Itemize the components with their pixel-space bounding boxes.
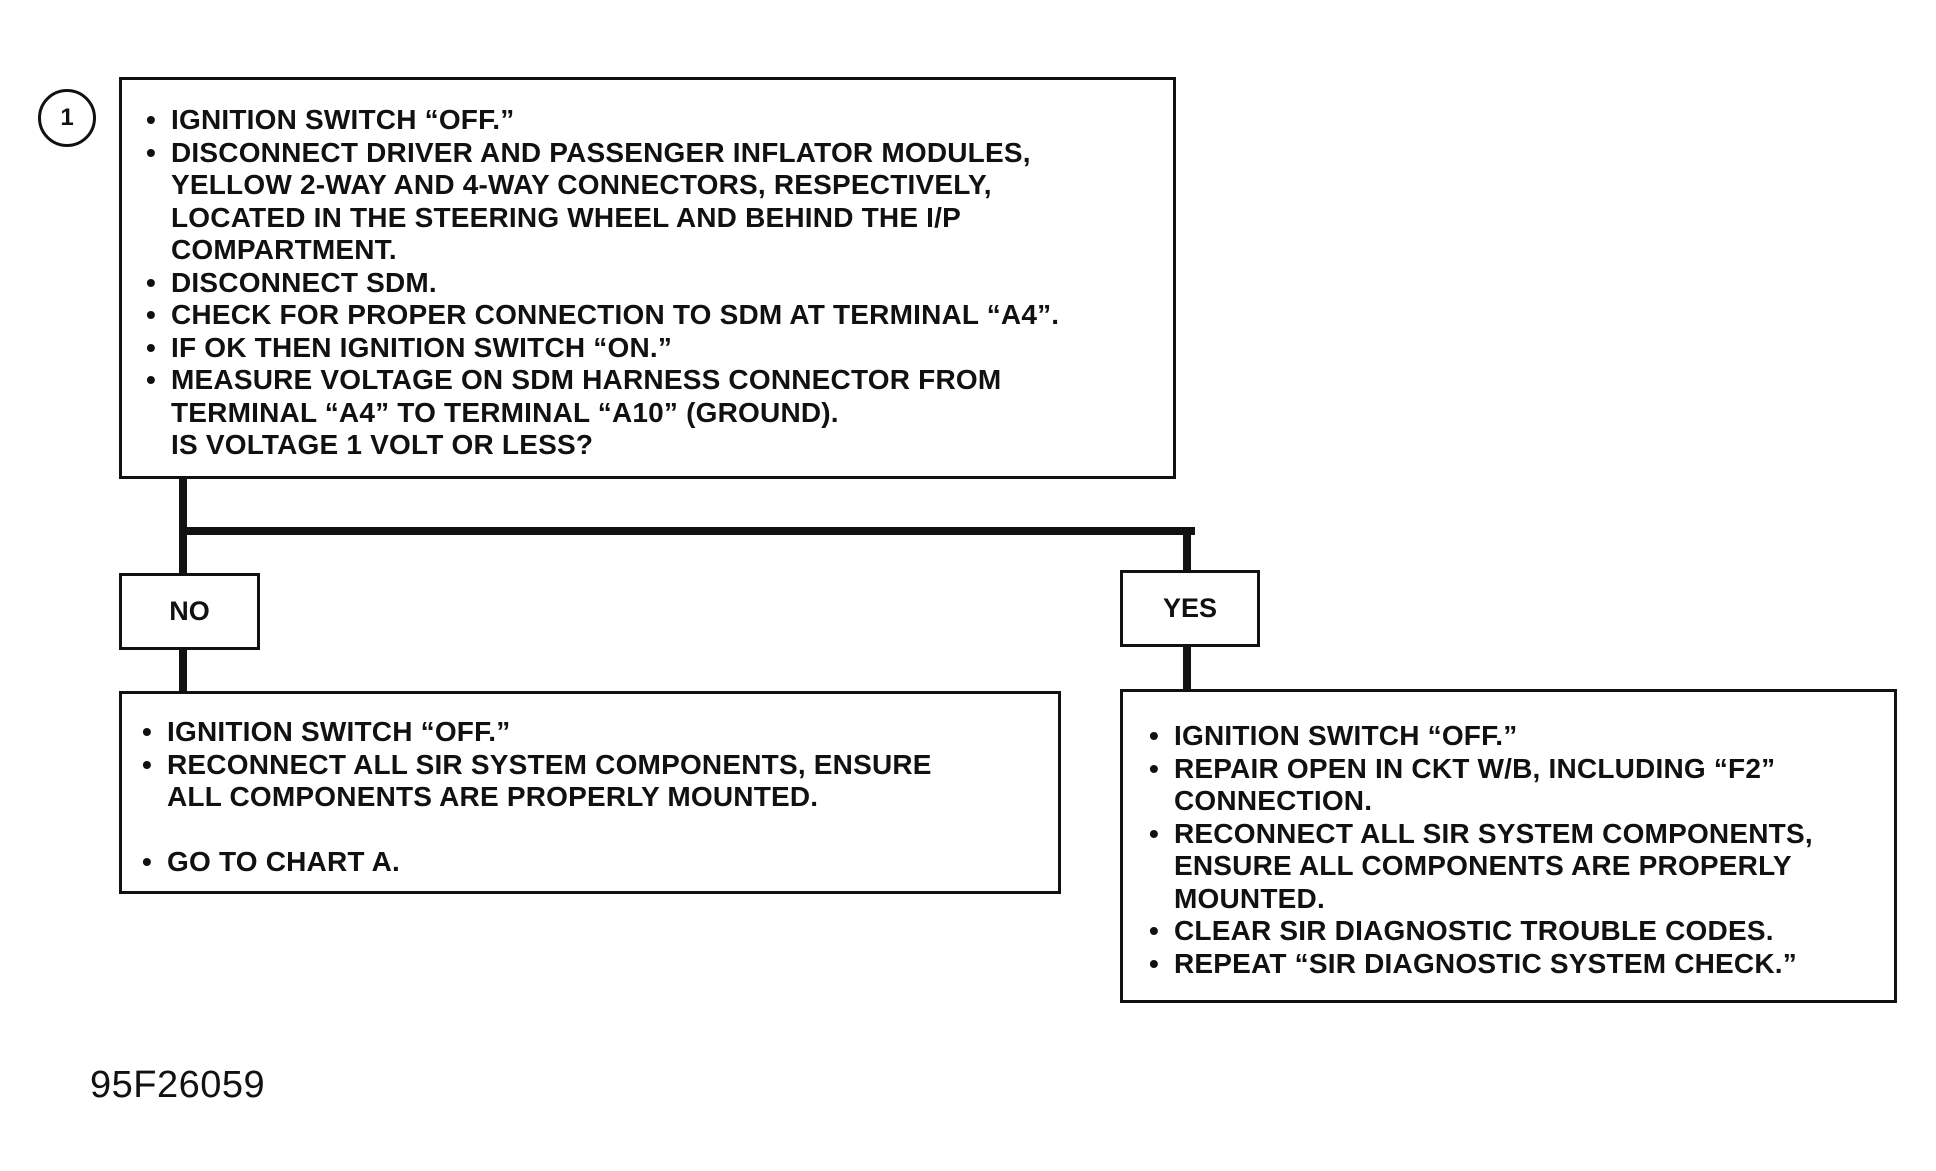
step-1-item: IGNITION SWITCH “OFF.” [146, 104, 1155, 137]
step-1-item: DISCONNECT DRIVER AND PASSENGER INFLATOR… [146, 137, 1155, 267]
step-number: 1 [60, 104, 74, 131]
no-branch-instructions: IGNITION SWITCH “OFF.” RECONNECT ALL SIR… [142, 716, 1040, 878]
yes-branch-label: YES [1120, 570, 1260, 647]
no-branch-box: IGNITION SWITCH “OFF.” RECONNECT ALL SIR… [119, 691, 1061, 894]
step-number-badge: 1 [38, 89, 96, 147]
yes-label-text: YES [1162, 593, 1218, 623]
step-1-instructions: IGNITION SWITCH “OFF.” DISCONNECT DRIVER… [146, 104, 1155, 429]
no-branch-item: IGNITION SWITCH “OFF.” [142, 716, 1040, 749]
connector-yes-result [1183, 646, 1191, 691]
step-1-item: IF OK THEN IGNITION SWITCH “ON.” [146, 332, 1155, 365]
yes-branch-instructions: IGNITION SWITCH “OFF.” REPAIR OPEN IN CK… [1149, 720, 1880, 980]
no-branch-label: NO [119, 573, 260, 650]
yes-branch-item: REPEAT “SIR DIAGNOSTIC SYSTEM CHECK.” [1149, 948, 1880, 981]
connector-horizontal [179, 527, 1195, 535]
yes-branch-item: RECONNECT ALL SIR SYSTEM COMPONENTS, ENS… [1149, 818, 1880, 916]
yes-branch-item: CLEAR SIR DIAGNOSTIC TROUBLE CODES. [1149, 915, 1880, 948]
figure-id: 95F26059 [90, 1064, 266, 1106]
no-branch-item: RECONNECT ALL SIR SYSTEM COMPONENTS, ENS… [142, 749, 1040, 814]
connector-no-result [179, 649, 187, 694]
step-1-item: MEASURE VOLTAGE ON SDM HARNESS CONNECTOR… [146, 364, 1155, 429]
yes-branch-item: REPAIR OPEN IN CKT W/B, INCLUDING “F2” C… [1149, 753, 1880, 818]
yes-branch-item: IGNITION SWITCH “OFF.” [1149, 720, 1880, 753]
step-1-item: CHECK FOR PROPER CONNECTION TO SDM AT TE… [146, 299, 1155, 332]
step-1-question: IS VOLTAGE 1 VOLT OR LESS? [171, 429, 594, 460]
yes-branch-box: IGNITION SWITCH “OFF.” REPAIR OPEN IN CK… [1120, 689, 1897, 1003]
no-label-text: NO [169, 596, 210, 626]
no-branch-item: GO TO CHART A. [142, 846, 1040, 879]
step-1-box: IGNITION SWITCH “OFF.” DISCONNECT DRIVER… [119, 77, 1176, 479]
step-1-item: DISCONNECT SDM. [146, 267, 1155, 300]
connector-yes-drop [1183, 527, 1191, 574]
